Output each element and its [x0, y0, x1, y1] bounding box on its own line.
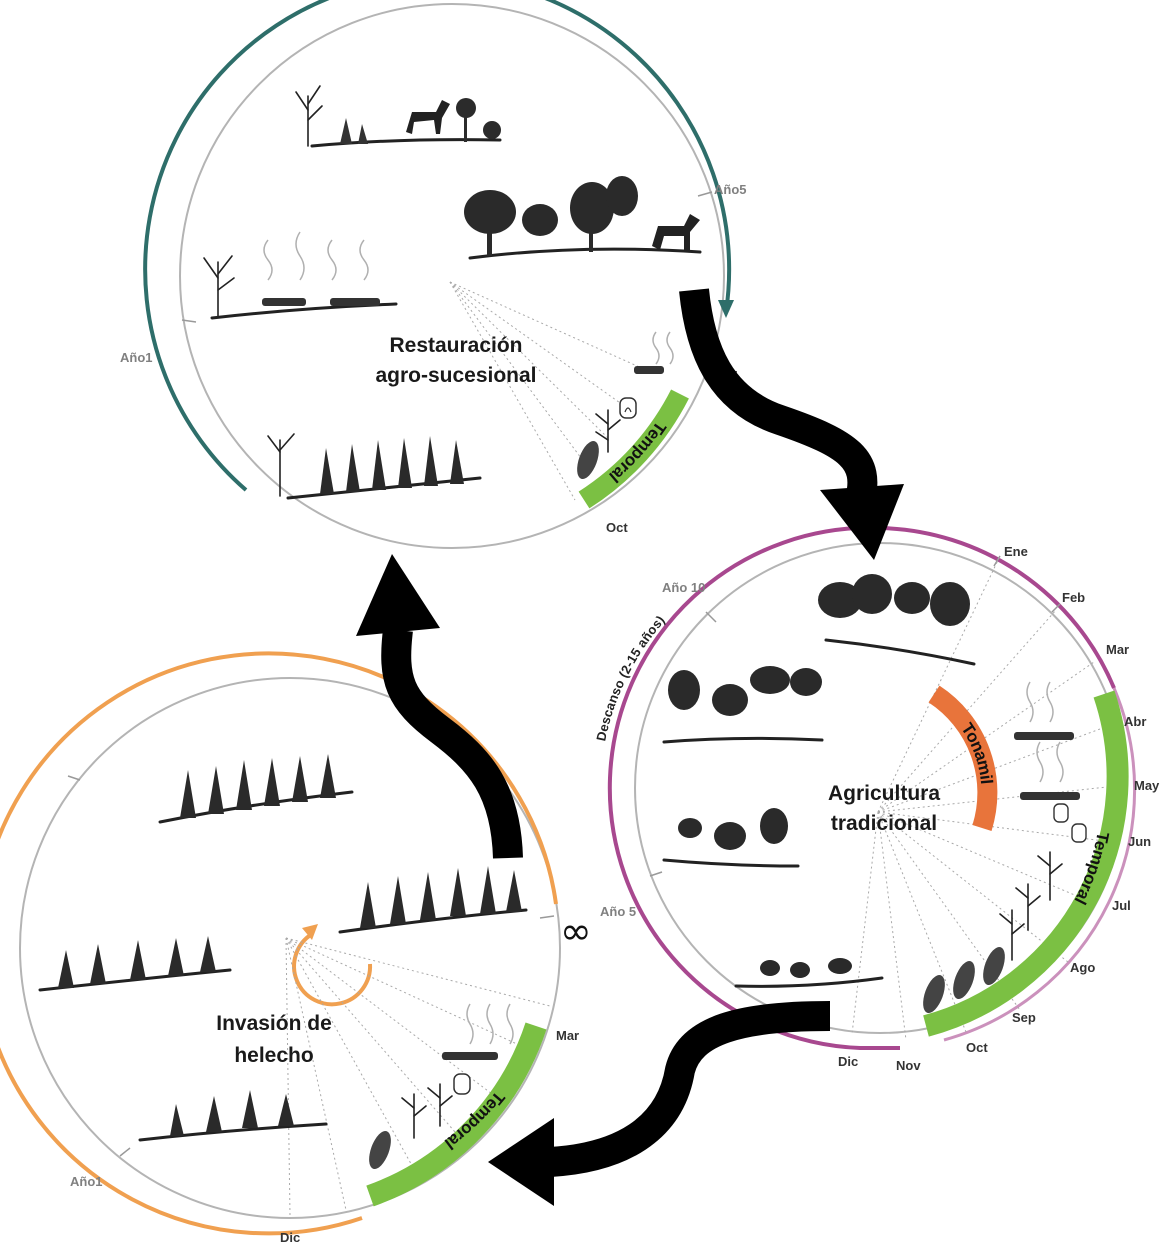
month-label-ago: Ago	[1070, 960, 1095, 975]
seed-icon	[1053, 803, 1087, 843]
restauracion-arc-arrowhead	[718, 300, 734, 318]
flow-arrowhead-3	[356, 554, 440, 636]
helecho-scene-bottom	[138, 1090, 328, 1142]
tree-icon	[295, 85, 323, 147]
corn-plant-icon	[595, 409, 621, 453]
horse-icon	[652, 214, 700, 250]
agricultura-scene-mature-forest	[818, 574, 976, 666]
flow-arrow-agricultura-to-helecho	[548, 1001, 831, 1177]
helecho-infinity-label: ∞	[560, 909, 592, 953]
corn-plant-icon	[999, 851, 1063, 961]
agricultura-title-line1: Agricultura	[828, 782, 940, 805]
log-pile-icon	[262, 298, 380, 306]
tree-icon	[456, 98, 501, 142]
helecho-title-line1: Invasión de	[216, 1012, 332, 1035]
helecho-month-top: Mar	[556, 1028, 579, 1043]
smoke-icon	[466, 1003, 514, 1045]
month-label-abr: Abr	[1124, 714, 1146, 729]
restauracion-temporal-arc	[578, 389, 689, 509]
agricultura-temporal-arc	[923, 690, 1129, 1037]
restauracion-year-end: Año5	[714, 182, 747, 197]
log-pile-icon	[1020, 792, 1080, 800]
smoke-icon	[1026, 681, 1064, 783]
flow-arrow-restauracion-to-agricultura	[679, 288, 878, 504]
restauracion-month-bottom: Oct	[606, 520, 628, 535]
smoke-icon	[263, 231, 369, 281]
circle-restauracion: Temporal	[120, 0, 747, 549]
month-label-oct: Oct	[966, 1040, 988, 1055]
month-label-ene: Ene	[1004, 544, 1028, 559]
helecho-scene-left	[38, 936, 232, 992]
agricultura-descanso-arc	[607, 525, 1116, 1050]
agricultura-scene-shrubs	[662, 808, 800, 868]
agricultura-year-10: Año 10	[662, 580, 705, 595]
fern-icon	[58, 936, 216, 988]
fern-icon	[170, 1090, 294, 1136]
agricultura-scene-burn	[1014, 681, 1087, 843]
corn-plant-icon	[401, 1083, 453, 1139]
month-label-nov: Nov	[896, 1058, 921, 1073]
month-label-feb: Feb	[1062, 590, 1085, 605]
helecho-title-line2: helecho	[234, 1044, 313, 1067]
month-label-dic: Dic	[838, 1054, 858, 1069]
agricultura-scene-young-forest	[662, 666, 824, 744]
fern-icon	[360, 866, 522, 928]
month-label-jul: Jul	[1112, 898, 1131, 913]
descanso-label: Descanso (2-15 años)	[593, 613, 667, 743]
helecho-scene-right	[338, 866, 528, 934]
restauracion-ring	[179, 3, 725, 549]
helecho-month-bottom: Dic	[280, 1230, 300, 1245]
month-label-sep: Sep	[1012, 1010, 1036, 1025]
helecho-radials	[285, 937, 551, 1217]
flow-arrows	[356, 288, 904, 1206]
helecho-scene-top	[158, 754, 354, 824]
circle-agricultura: Tonamil Temporal Descanso (2-15 años)	[593, 525, 1160, 1073]
log-pile-icon	[1014, 732, 1074, 740]
helecho-ring	[19, 677, 561, 1219]
agricultura-title-line2: tradicional	[831, 812, 937, 835]
corn-cob-icon	[577, 440, 599, 480]
seed-icon	[453, 1073, 471, 1095]
fern-icon	[340, 118, 368, 144]
fern-icon	[320, 436, 464, 494]
flow-arrowhead-1	[820, 484, 904, 560]
month-label-jun: Jun	[1128, 834, 1151, 849]
seed-icon	[619, 397, 637, 419]
helecho-years-arc	[0, 651, 558, 1236]
corn-cob-icon	[369, 1130, 391, 1170]
flow-arrow-helecho-to-restauracion	[381, 628, 523, 859]
helecho-cycle-arrow	[292, 932, 373, 1007]
restauracion-scene-crop-rows	[267, 433, 482, 500]
agricultura-year-5: Año 5	[600, 904, 636, 919]
agricultura-scene-maize	[923, 851, 1063, 1014]
helecho-temporal-arc	[366, 1022, 547, 1207]
restauracion-title-line1: Restauración	[389, 334, 522, 357]
month-label-may: May	[1134, 778, 1160, 793]
month-label-mar: Mar	[1106, 642, 1129, 657]
helecho-scene-maize	[369, 1003, 514, 1170]
smoke-icon	[652, 331, 674, 365]
flow-arrowhead-2	[488, 1118, 554, 1206]
restauracion-scene-secondary-forest	[464, 176, 702, 260]
tree-icon	[464, 176, 638, 256]
restauracion-scene-slash-burn	[203, 231, 398, 320]
restauracion-scene-young-regrowth	[295, 85, 502, 148]
corn-cob-icon	[923, 946, 1005, 1014]
helecho-year-start: Año1	[70, 1174, 103, 1189]
restauracion-title-line2: agro-sucesional	[375, 364, 536, 387]
restauracion-scene-maize	[577, 331, 674, 480]
tonamil-arc	[928, 685, 998, 831]
restauracion-radials	[449, 281, 647, 501]
log-pile-icon	[634, 366, 664, 374]
restauracion-years-arc	[143, 0, 732, 492]
restauracion-year-start: Año1	[120, 350, 153, 365]
agricultura-scene-fallow	[734, 958, 884, 988]
tree-icon	[203, 255, 235, 317]
log-pile-icon	[442, 1052, 498, 1060]
fern-icon	[180, 754, 336, 818]
horse-icon	[406, 100, 450, 134]
